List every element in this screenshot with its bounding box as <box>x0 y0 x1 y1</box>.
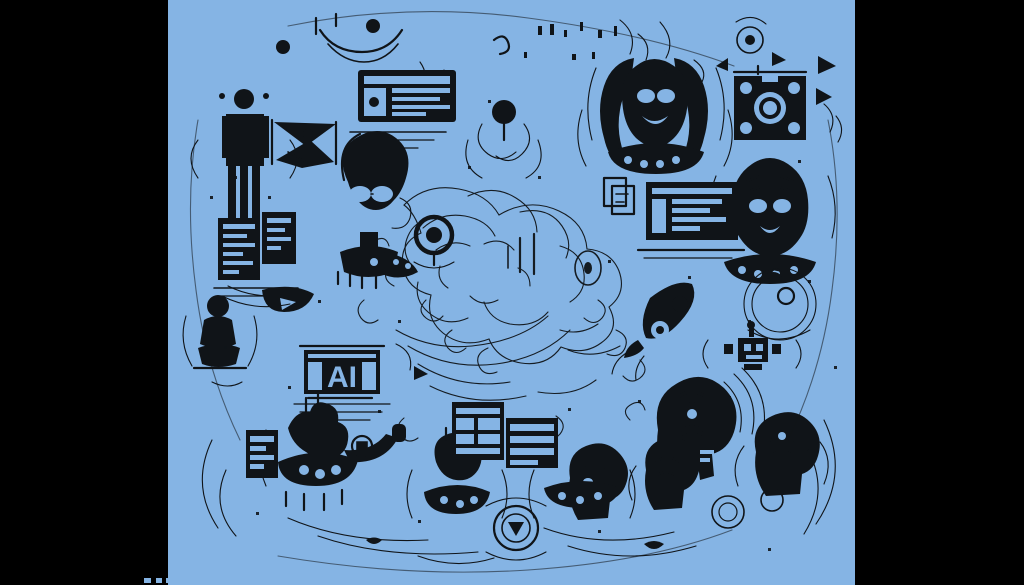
rocket-icon <box>611 282 695 381</box>
head-circuit-icon <box>734 412 829 496</box>
code-editor-window <box>636 182 746 259</box>
woman-headscarf-portrait <box>577 58 733 174</box>
ai-label: AI <box>327 361 357 394</box>
letterbox-bar-right <box>855 0 1024 585</box>
letterbox-bar-left <box>0 0 168 585</box>
bottom-scribbles <box>201 419 836 565</box>
person-profile-figure <box>528 443 636 520</box>
planet-orbit-icon <box>743 267 817 341</box>
head-circuit-icon <box>628 437 700 510</box>
dot-cluster <box>524 22 617 60</box>
top-edge-marks <box>276 12 786 179</box>
ai-doodle-artwork: .ink { fill:#101418; } .st { stroke:#101… <box>182 11 843 573</box>
browser-window <box>349 70 456 157</box>
gear-disc-icon <box>485 497 547 561</box>
document-card <box>506 418 558 468</box>
eye-spiral-icon <box>574 250 602 286</box>
person-raised-hand-figure <box>259 390 406 512</box>
person-laptop-figure <box>182 295 258 387</box>
small-icon-row <box>350 434 784 529</box>
speckle-noise <box>210 100 837 551</box>
aperture-icon <box>413 214 455 269</box>
bottom-edge-artifact <box>156 578 162 583</box>
bearded-man-portrait <box>336 131 418 290</box>
standing-person-figure <box>190 89 298 218</box>
ai-monitor-screen[interactable]: AI <box>293 343 428 421</box>
window-stack-icon <box>602 176 636 216</box>
bottom-edge-artifact <box>144 578 151 583</box>
bird-emblem-icon <box>270 118 338 168</box>
robot-head-icon <box>702 321 802 370</box>
document-card <box>213 212 299 297</box>
machine-panel-icon <box>732 56 843 143</box>
boat-icon <box>221 285 314 312</box>
illustration-canvas: .ink { fill:#101418; } .st { stroke:#101… <box>168 0 855 585</box>
composition-boundary <box>189 11 838 573</box>
document-card <box>246 430 278 478</box>
data-table-card <box>452 402 504 460</box>
bottom-edge-artifact <box>166 578 171 583</box>
